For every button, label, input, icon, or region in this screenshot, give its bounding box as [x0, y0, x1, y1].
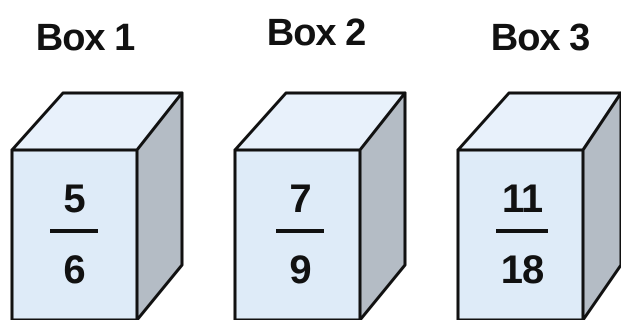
box-2-title: Box 2: [267, 12, 365, 54]
box-1-numerator: 5: [63, 177, 85, 221]
box-3-numerator: 11: [502, 177, 543, 221]
box-3-front-face: [456, 148, 585, 320]
box-1-denominator: 6: [63, 248, 84, 292]
box-1: Box 1 5 6: [10, 17, 184, 320]
box-1-title: Box 1: [36, 17, 135, 59]
box-1-front-face: [10, 148, 139, 320]
box-2-fraction-bar: [276, 229, 324, 233]
box-2-front-face: [233, 148, 362, 320]
box-3-fraction-bar: [496, 229, 548, 233]
box-3-title: Box 3: [491, 17, 589, 59]
box-2-denominator: 9: [289, 248, 310, 292]
box-2-numerator: 7: [289, 177, 310, 221]
box-3: Box 3 11 18: [456, 17, 621, 320]
box-3-denominator: 18: [501, 248, 544, 292]
box-1-fraction-bar: [50, 229, 98, 233]
box-2: Box 2 7 9: [233, 12, 407, 320]
